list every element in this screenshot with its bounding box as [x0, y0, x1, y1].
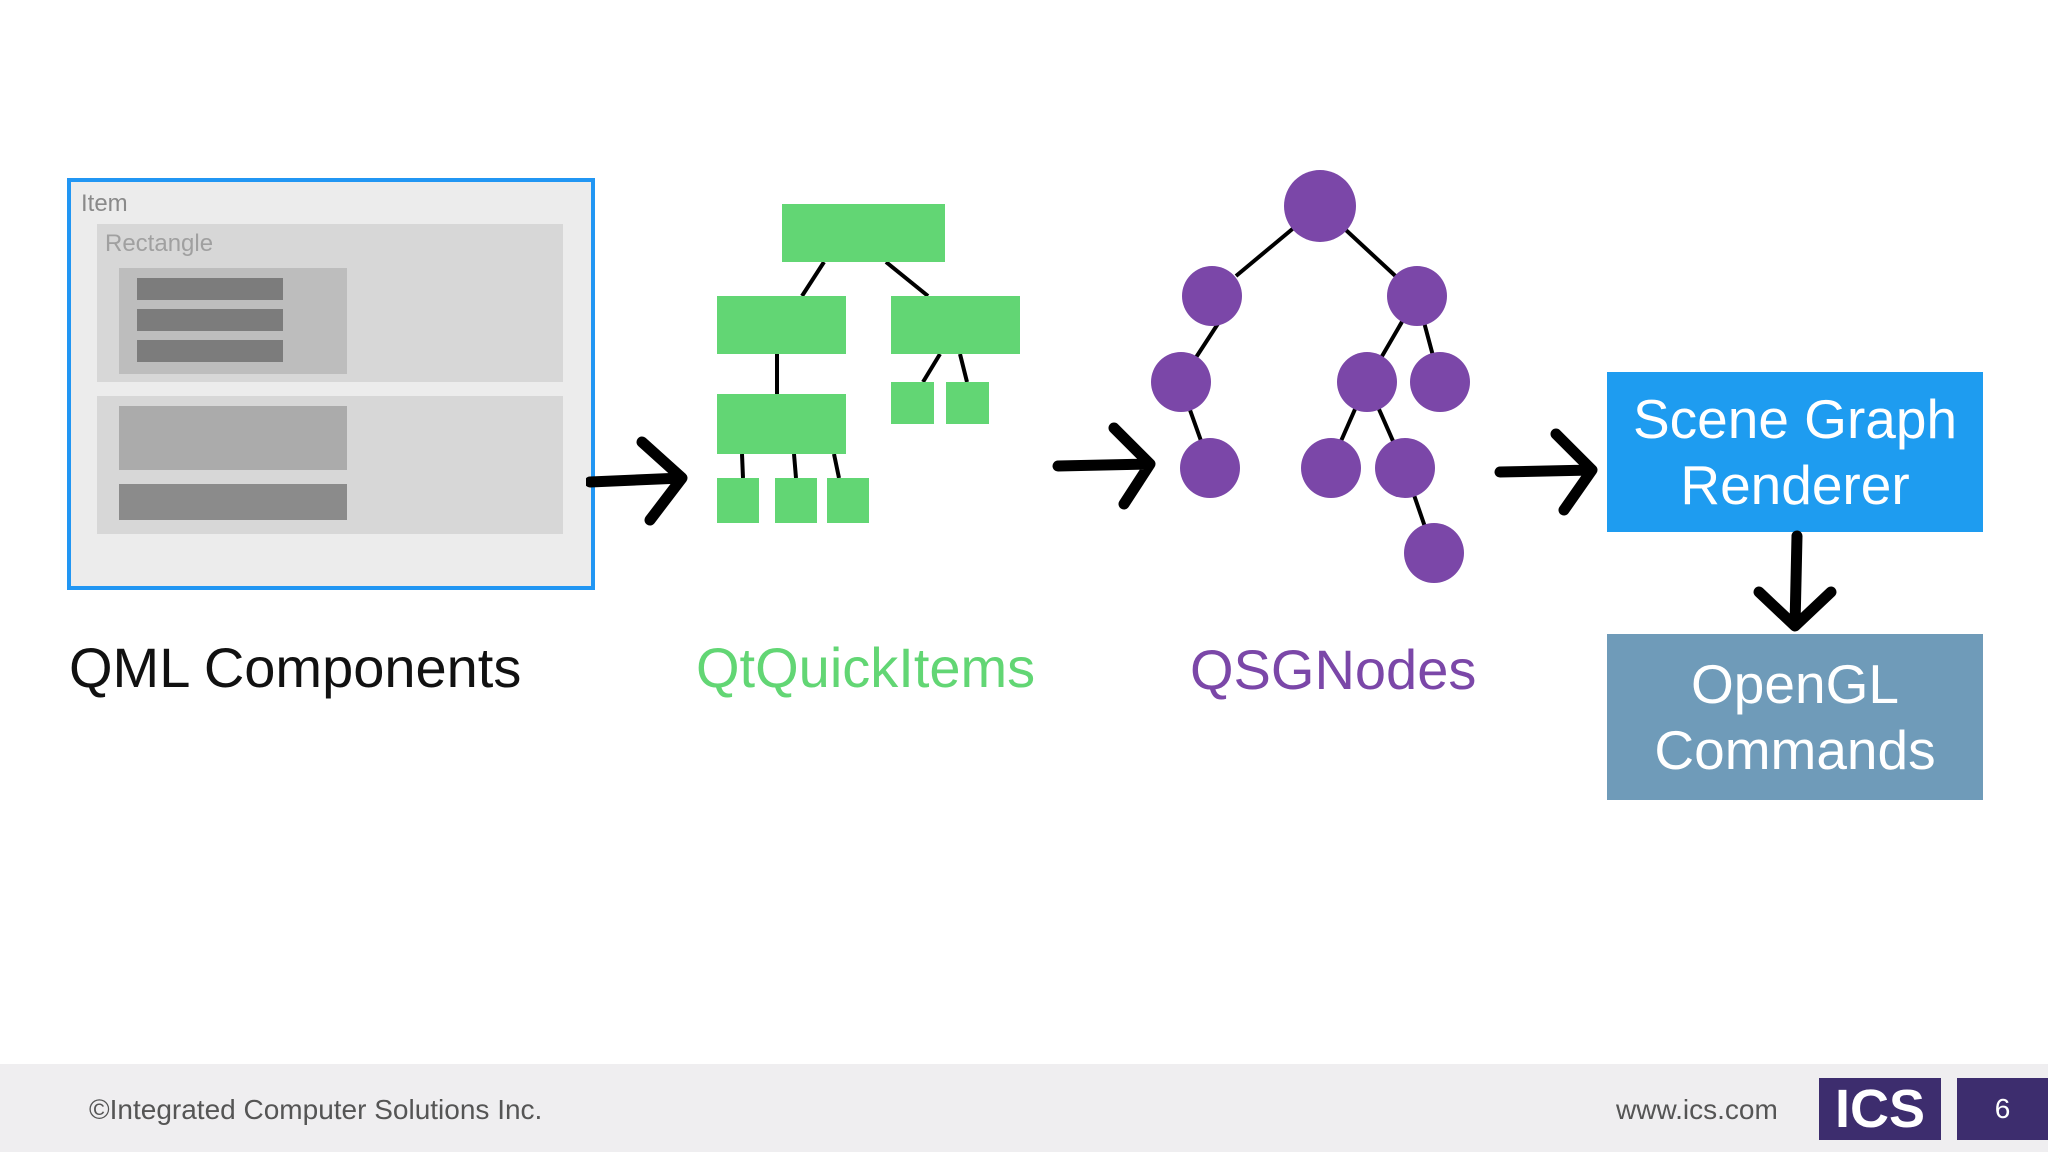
arrow-right-icon	[586, 436, 688, 526]
qsgnode	[1404, 523, 1464, 583]
qsgnode	[1284, 170, 1356, 242]
scene-graph-renderer-box: Scene Graph Renderer	[1607, 372, 1983, 532]
renderer-line-1: Scene Graph	[1632, 388, 1958, 450]
copyright-text: ©Integrated Computer Solutions Inc.	[89, 1094, 543, 1125]
tree-edges	[740, 260, 969, 479]
qml-item-mockup: Item Rectangle	[67, 178, 595, 590]
text-line-mockup	[137, 309, 283, 331]
qtquickitem-node	[775, 478, 817, 523]
bar-mockup	[119, 484, 347, 520]
qtquickitem-node	[717, 394, 846, 454]
qsgnode	[1337, 352, 1397, 412]
qsgnode	[1180, 438, 1240, 498]
opengl-line-1: OpenGL	[1691, 653, 1899, 715]
opengl-line-2: Commands	[1654, 719, 1936, 781]
page-number: 6	[1957, 1078, 2048, 1140]
qtquickitem-node	[946, 382, 989, 424]
tree-nodes	[717, 204, 1020, 523]
tree-edges	[1178, 204, 1442, 554]
rectangle-label: Rectangle	[105, 230, 214, 257]
qsgnode	[1375, 438, 1435, 498]
qsgnode	[1151, 352, 1211, 412]
qtquickitem-node	[891, 382, 934, 424]
qtquickitem-node	[891, 296, 1020, 354]
qsgnode	[1410, 352, 1470, 412]
nested-rectangle	[119, 268, 347, 374]
qsgnodes-tree	[1151, 170, 1470, 583]
qtquickitem-node	[827, 478, 869, 523]
qml-components-caption: QML Components	[69, 636, 522, 699]
qsgnodes-caption: QSGNodes	[1190, 638, 1477, 701]
qsgnode	[1301, 438, 1361, 498]
item-label: Item	[81, 190, 128, 217]
footer: ©Integrated Computer Solutions Inc. www.…	[0, 1064, 2048, 1152]
qtquickitem-node	[717, 296, 846, 354]
arrow-right-icon	[1052, 422, 1156, 510]
qtquickitems-tree	[717, 204, 1020, 523]
image-mockup	[119, 406, 347, 470]
renderer-line-2: Renderer	[1680, 454, 1910, 516]
rectangle-mockup: Rectangle	[97, 224, 563, 382]
website-link[interactable]: www.ics.com	[1616, 1094, 1778, 1125]
qtquickitems-caption: QtQuickItems	[696, 636, 1036, 699]
qtquickitem-node	[717, 478, 759, 523]
arrow-down-icon	[1753, 530, 1837, 632]
text-line-mockup	[137, 340, 283, 362]
qsgnode	[1182, 266, 1242, 326]
tree-nodes	[1151, 170, 1470, 583]
qtquickitem-node	[782, 204, 945, 262]
arrow-right-icon	[1494, 428, 1598, 516]
opengl-commands-box: OpenGL Commands	[1607, 634, 1983, 800]
lower-rectangle-mockup	[97, 396, 563, 534]
ics-logo: ICS	[1819, 1078, 1941, 1140]
text-line-mockup	[137, 278, 283, 300]
qsgnode	[1387, 266, 1447, 326]
